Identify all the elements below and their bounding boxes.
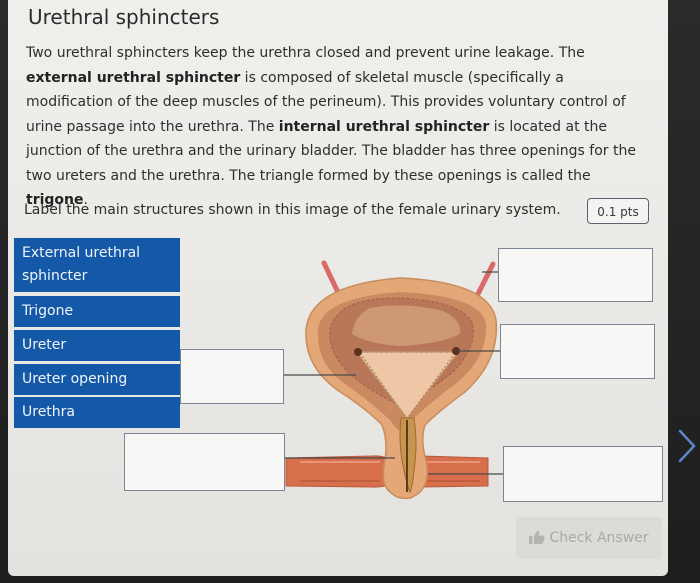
points-badge: 0.1 pts — [587, 198, 649, 224]
check-answer-button[interactable]: Check Answer — [516, 517, 662, 559]
para-text-4: . — [83, 192, 88, 208]
leader-lines — [284, 271, 503, 475]
drop-target-4[interactable] — [124, 433, 285, 491]
para-bold-internal: internal urethral sphincter — [278, 118, 490, 135]
thumbs-up-icon — [529, 530, 546, 544]
chevron-right-icon[interactable] — [676, 428, 698, 464]
bladder — [305, 277, 498, 500]
question-prompt: Label the main structures shown in this … — [24, 202, 561, 218]
label-ureter-opening[interactable]: Ureter opening — [14, 364, 180, 395]
label-ureter[interactable]: Ureter — [14, 330, 180, 361]
para-text-2: is composed of skeletal muscle (specific… — [26, 69, 626, 135]
para-bold-external: external urethral sphincter — [26, 69, 241, 86]
drop-target-3[interactable] — [180, 349, 284, 404]
drop-target-5[interactable] — [503, 446, 663, 502]
label-urethra[interactable]: Urethra — [14, 397, 180, 428]
para-text-1: Two urethral sphincters keep the urethra… — [26, 45, 585, 61]
label-trigone[interactable]: Trigone — [14, 296, 180, 327]
check-answer-label: Check Answer — [549, 530, 649, 546]
page-title: Urethral sphincters — [28, 5, 220, 29]
drop-target-1[interactable] — [498, 248, 653, 302]
drop-target-2[interactable] — [500, 324, 655, 379]
description-paragraph: Two urethral sphincters keep the urethra… — [26, 41, 648, 213]
para-bold-trigone: trigone — [26, 192, 84, 208]
para-text-3: is located at the junction of the urethr… — [26, 118, 636, 184]
label-external-urethral-sphincter[interactable]: External urethral sphincter — [14, 238, 180, 292]
